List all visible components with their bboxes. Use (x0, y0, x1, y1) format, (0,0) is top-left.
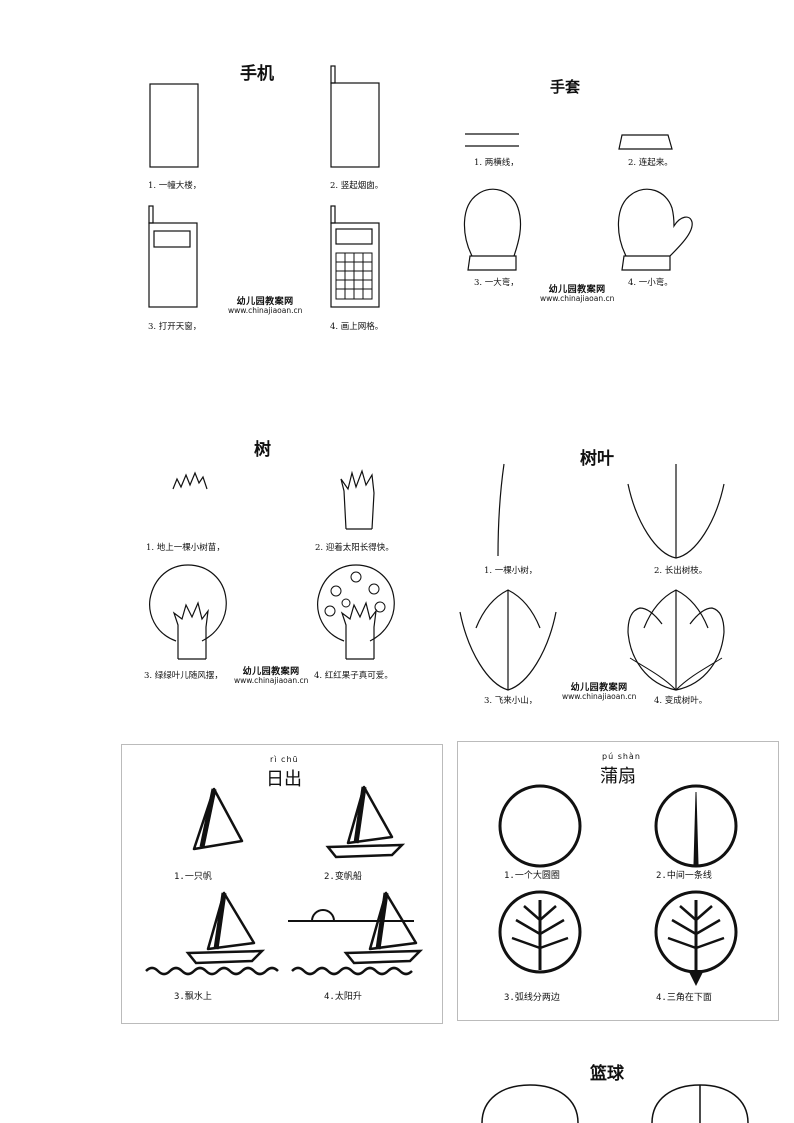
glove-step4-caption: 4. 一小弯。 (628, 278, 673, 288)
sunrise-step4-caption: 4.太阳升 (324, 992, 362, 1002)
leaf-watermark: 幼儿园教案网 www.chinajiaoan.cn (562, 684, 636, 701)
basketball-panel: 篮球 (470, 1055, 770, 1123)
phone-step4-caption: 4. 画上网格。 (330, 322, 384, 332)
basketball-step1-drawing (481, 1084, 579, 1123)
phone-step2-caption: 2. 竖起烟囱。 (330, 181, 384, 191)
sunrise-step2-drawing (325, 785, 406, 859)
leaf-title: 树叶 (580, 449, 614, 469)
watermark-url: www.chinajiaoan.cn (540, 294, 615, 303)
tree-watermark: 幼儿园教案网 www.chinajiaoan.cn (234, 668, 308, 685)
fan-title: 蒲扇 (600, 766, 636, 787)
tree-step2-caption: 2. 迎着太阳长得快。 (315, 543, 394, 553)
glove-title: 手套 (550, 78, 581, 96)
phone-panel: 手机 1. 一幢大楼， 2. 竖起烟囱。 3. 打开天窗， 4. 画上网格。 幼… (140, 55, 400, 345)
phone-step1-caption: 1. 一幢大楼， (148, 181, 202, 191)
tree-step1-drawing (172, 471, 208, 490)
phone-title: 手机 (240, 64, 274, 84)
glove-panel: 手套 1. 两横线， 2. 连起来。 3. 一大弯， 4. 一小弯。 幼儿园教案… (450, 70, 710, 310)
phone-step3-caption: 3. 打开天窗， (148, 322, 202, 332)
sunrise-step1-caption: 1.一只帆 (174, 872, 212, 882)
glove-step3-drawing (463, 188, 522, 271)
leaf-step4-caption: 4. 变成树叶。 (654, 696, 708, 706)
tree-step3-drawing (149, 564, 227, 660)
glove-watermark: 幼儿园教案网 www.chinajiaoan.cn (540, 286, 614, 303)
watermark-url: www.chinajiaoan.cn (228, 306, 303, 315)
tree-step1-caption: 1. 地上一棵小树苗， (146, 543, 225, 553)
glove-step2-drawing (618, 134, 673, 150)
sunrise-panel: rì chū 日出 1.一只帆 2.变帆船 3.飘水上 4.太阳升 (121, 744, 443, 1024)
fan-step1-caption: 1.一个大圆圈 (504, 871, 560, 881)
tree-step4-drawing (317, 564, 395, 660)
sunrise-step3-drawing (145, 891, 279, 976)
basketball-title: 篮球 (590, 1064, 624, 1084)
phone-step1-drawing (149, 83, 199, 168)
watermark-url: www.chinajiaoan.cn (234, 676, 309, 685)
leaf-step4-drawing (627, 589, 725, 691)
watermark-name: 幼儿园教案网 (242, 667, 300, 677)
leaf-step2-drawing (627, 464, 725, 559)
fan-step2-caption: 2.中间一条线 (656, 871, 712, 881)
leaf-panel: 树叶 1. 一棵小树， 2. 长出树枝。 3. 飞来小山， 4. 变成树叶。 幼… (450, 440, 740, 710)
phone-step3-drawing (148, 205, 198, 308)
fan-step3-caption: 3.弧线分两边 (504, 993, 560, 1003)
fan-panel: pú shàn 蒲扇 1.一个大圆圈 2.中间一条线 3.弧线分两边 4.三角在… (457, 741, 779, 1021)
fan-step3-drawing (498, 890, 582, 974)
leaf-step2-caption: 2. 长出树枝。 (654, 566, 708, 576)
tree-step2-drawing (340, 469, 375, 530)
sunrise-step4-drawing (288, 891, 424, 976)
watermark-name: 幼儿园教案网 (548, 285, 606, 295)
leaf-step3-drawing (459, 589, 557, 691)
sunrise-step1-drawing (192, 787, 244, 851)
fan-pinyin: pú shàn (602, 752, 641, 761)
leaf-step1-caption: 1. 一棵小树， (484, 566, 538, 576)
sunrise-title: 日出 (266, 769, 302, 790)
sunrise-step3-caption: 3.飘水上 (174, 992, 212, 1002)
sunrise-step2-caption: 2.变帆船 (324, 872, 362, 882)
leaf-step3-caption: 3. 飞来小山， (484, 696, 538, 706)
phone-watermark: 幼儿园教案网 www.chinajiaoan.cn (228, 298, 302, 315)
sunrise-pinyin: rì chū (270, 755, 299, 764)
glove-step1-caption: 1. 两横线， (474, 158, 519, 168)
tree-panel: 树 1. 地上一棵小树苗， 2. 迎着太阳长得快。 3. 绿绿叶儿随风摆， 4.… (140, 435, 410, 695)
tree-title: 树 (254, 440, 271, 460)
tree-step3-caption: 3. 绿绿叶儿随风摆， (144, 671, 223, 681)
watermark-name: 幼儿园教案网 (236, 297, 294, 307)
phone-step4-drawing (330, 205, 380, 308)
phone-step2-drawing (330, 65, 380, 168)
leaf-step1-drawing (497, 463, 505, 557)
fan-step1-drawing (498, 784, 582, 868)
watermark-name: 幼儿园教案网 (570, 683, 628, 693)
glove-step4-drawing (617, 188, 693, 271)
fan-step4-drawing (654, 890, 738, 986)
basketball-step2-drawing (651, 1084, 749, 1123)
fan-step4-caption: 4.三角在下面 (656, 993, 712, 1003)
glove-step2-caption: 2. 连起来。 (628, 158, 673, 168)
glove-step3-caption: 3. 一大弯， (474, 278, 519, 288)
watermark-url: www.chinajiaoan.cn (562, 692, 637, 701)
glove-step1-drawing (465, 133, 519, 147)
fan-step2-drawing (654, 784, 738, 868)
tree-step4-caption: 4. 红红果子真可爱。 (314, 671, 393, 681)
